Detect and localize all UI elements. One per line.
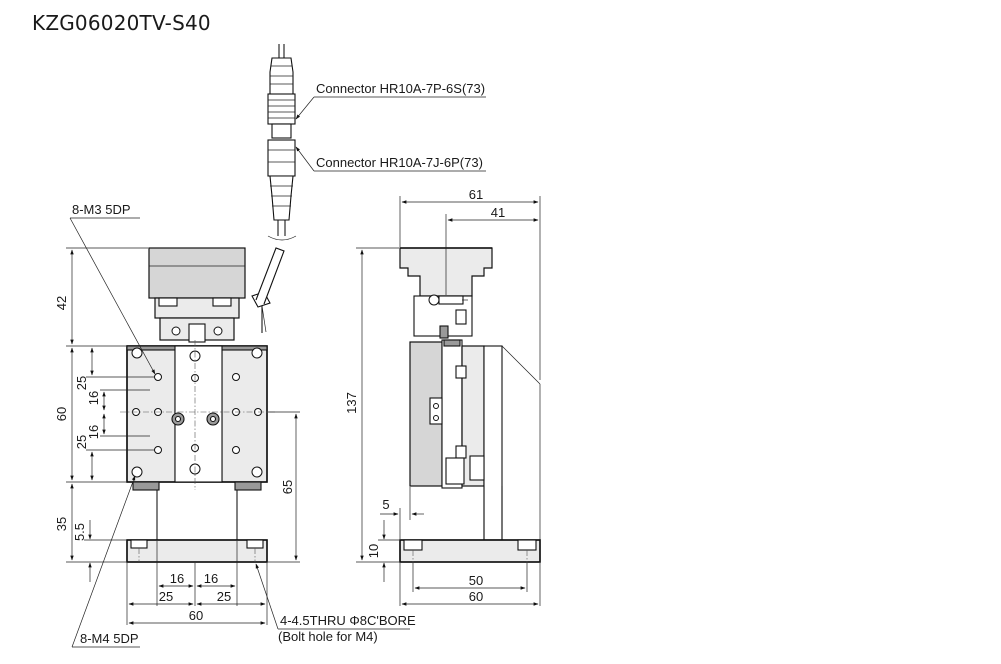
- side-view: [399, 247, 541, 563]
- bolt-holes-label-line1: 4-4.5THRU Φ8C'BORE: [280, 613, 416, 628]
- connector-assembly: [267, 44, 297, 241]
- side-view-dimensions: 61 41 137 10 5 50 60: [344, 187, 541, 606]
- dim-height-5-5: 5.5: [72, 523, 87, 541]
- dim-height-42: 42: [54, 296, 69, 310]
- bolt-holes-label-line2: (Bolt hole for M4): [278, 629, 378, 644]
- dim-height-65: 65: [280, 480, 295, 494]
- dim-side-height-137: 137: [344, 392, 359, 414]
- page-title: KZG06020TV-S40: [32, 11, 211, 35]
- dim-height-16-bottom: 16: [86, 425, 101, 439]
- dim-side-width-61: 61: [469, 187, 483, 202]
- dim-width-16-left: 16: [170, 571, 184, 586]
- dim-side-width-60: 60: [469, 589, 483, 604]
- dim-side-height-10: 10: [366, 544, 381, 558]
- dim-side-width-50: 50: [469, 573, 483, 588]
- dim-width-16-right: 16: [204, 571, 218, 586]
- m3-holes-label: 8-M3 5DP: [72, 202, 131, 217]
- dim-width-60: 60: [189, 608, 203, 623]
- dim-side-offset-5: 5: [382, 497, 389, 512]
- dim-height-16-top: 16: [86, 391, 101, 405]
- dim-side-width-41: 41: [491, 205, 505, 220]
- connector-plug-label: Connector HR10A-7P-6S(73): [316, 81, 485, 96]
- m3-hole-pattern: [132, 373, 262, 454]
- dim-height-35: 35: [54, 517, 69, 531]
- dim-width-25-left: 25: [159, 589, 173, 604]
- connector-callouts: Connector HR10A-7P-6S(73) Connector HR10…: [295, 81, 486, 172]
- front-view: [120, 247, 285, 563]
- dim-width-25-right: 25: [217, 589, 231, 604]
- dim-height-25-bottom: 25: [74, 435, 89, 449]
- m4-holes-label: 8-M4 5DP: [80, 631, 139, 646]
- dim-height-25-top: 25: [74, 376, 89, 390]
- dim-height-60: 60: [54, 407, 69, 421]
- connector-jack-label: Connector HR10A-7J-6P(73): [316, 155, 483, 170]
- front-view-callouts: 8-M3 5DP 8-M4 5DP 4-4.5THRU Φ8C'BORE (Bo…: [69, 202, 416, 648]
- front-view-dimensions: 42 60 35 5.5 25 16 16 25 65: [54, 247, 300, 625]
